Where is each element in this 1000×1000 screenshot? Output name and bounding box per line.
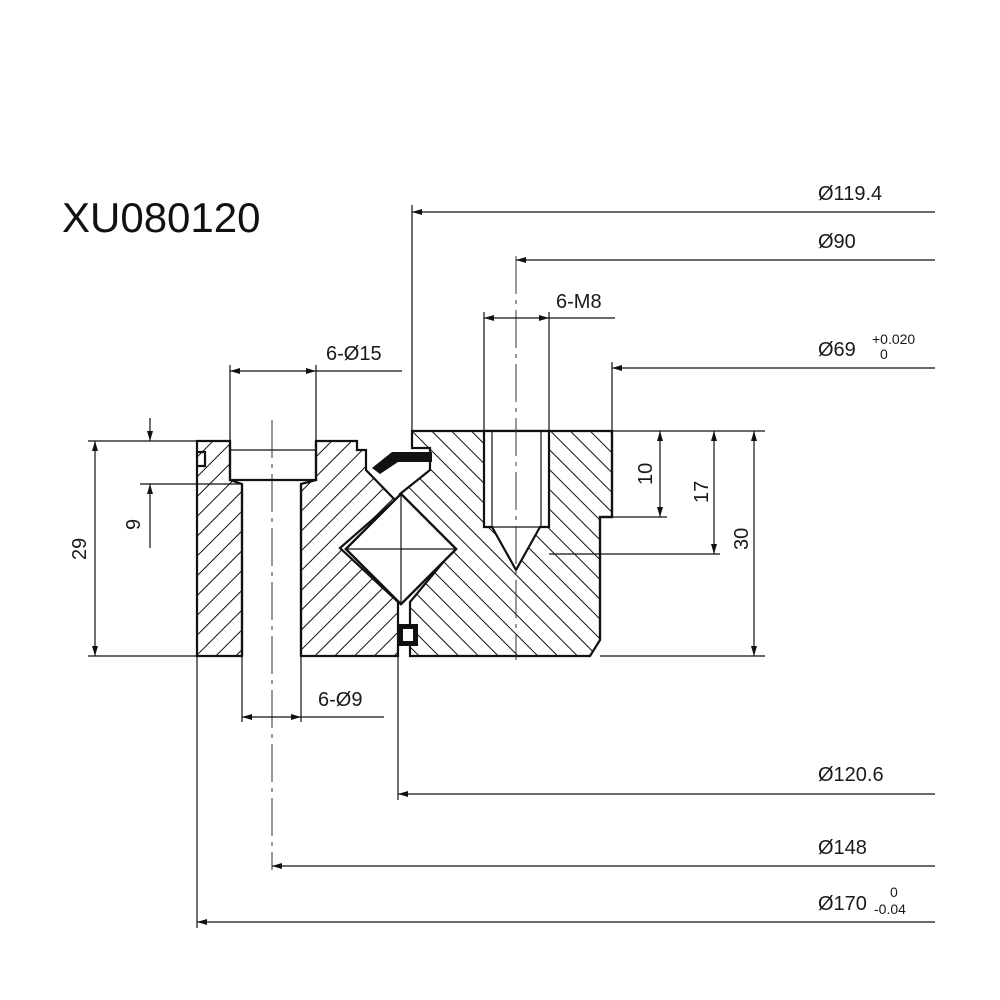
dimension-d120-6: Ø120.6 [397, 656, 935, 800]
svg-text:29: 29 [69, 538, 91, 560]
dimension-d119-4: Ø119.4 [411, 183, 935, 431]
inner-ring-section [398, 256, 614, 660]
svg-text:6-Ø15: 6-Ø15 [326, 343, 382, 365]
seal-bottom [398, 624, 418, 646]
dimension-height-29: 29 [69, 440, 197, 657]
svg-text:6-Ø9: 6-Ø9 [318, 689, 362, 711]
dimension-6-m8: 6-M8 [483, 291, 615, 431]
svg-text:30: 30 [731, 528, 753, 550]
dimension-height-9: 9 [123, 418, 242, 548]
svg-text:Ø170: Ø170 [818, 893, 867, 915]
svg-text:Ø148: Ø148 [818, 837, 867, 859]
seal-top [372, 452, 432, 474]
svg-text:+0.020: +0.020 [872, 331, 915, 347]
dimension-height-30: 30 [600, 431, 765, 657]
dimension-d170: Ø170 0 -0.04 [196, 656, 935, 928]
svg-text:Ø119.4: Ø119.4 [818, 183, 882, 205]
dimension-d90: Ø90 [516, 231, 935, 263]
svg-text:0: 0 [880, 346, 888, 362]
dimension-6-d15: 6-Ø15 [229, 343, 402, 441]
svg-text:Ø90: Ø90 [818, 231, 856, 253]
dimension-height-17: 17 [549, 431, 720, 555]
svg-text:Ø120.6: Ø120.6 [818, 764, 884, 786]
svg-text:6-M8: 6-M8 [556, 291, 602, 313]
outer-ring-section [195, 420, 400, 870]
svg-text:0: 0 [890, 884, 898, 900]
roller-element [344, 492, 458, 606]
svg-text:-0.04: -0.04 [874, 901, 906, 917]
dimension-height-10: 10 [612, 430, 765, 518]
dimension-d69: Ø69 +0.020 0 [611, 331, 935, 431]
part-number-title: XU080120 [62, 194, 261, 241]
svg-text:9: 9 [123, 519, 145, 530]
svg-text:10: 10 [635, 463, 657, 485]
svg-text:17: 17 [691, 481, 713, 503]
dimension-d148: Ø148 [272, 837, 935, 869]
svg-text:Ø69: Ø69 [818, 339, 856, 361]
dimension-6-d9: 6-Ø9 [241, 656, 384, 722]
